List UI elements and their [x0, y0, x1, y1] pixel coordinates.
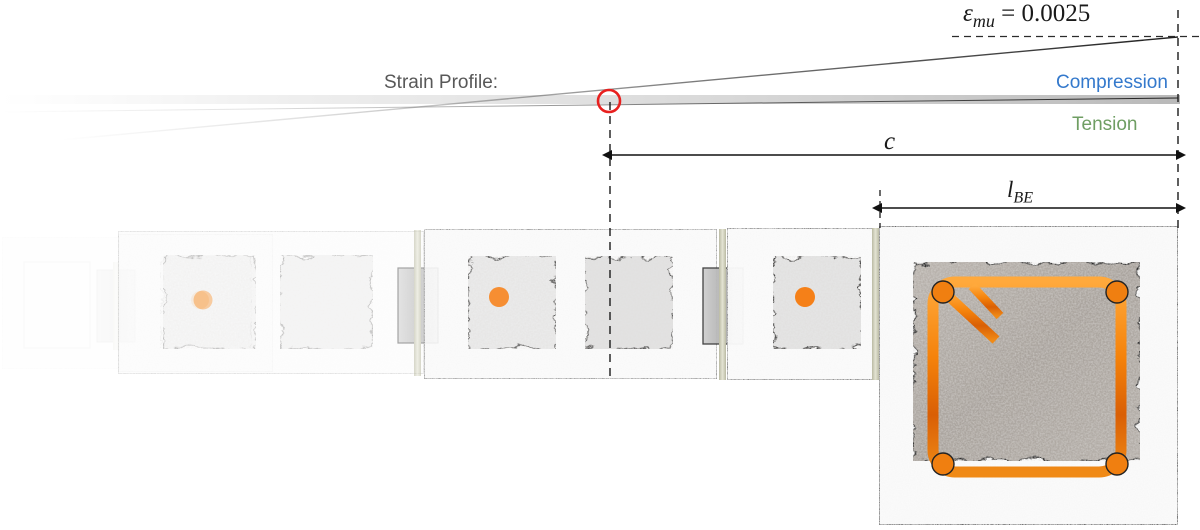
confinement-tie — [927, 276, 1127, 478]
strain-profile-label: Strain Profile: — [384, 72, 499, 93]
lbe-symbol: l — [1007, 177, 1014, 202]
wall-panel — [726, 227, 883, 381]
boundary-element — [878, 225, 1179, 526]
wall-panel — [423, 228, 718, 380]
wall-panel-group — [1, 227, 883, 381]
wall-panel — [117, 230, 425, 375]
strain-profile-lines — [0, 36, 1179, 141]
neutral-axis-depth-label: c — [884, 128, 896, 155]
boundary-element-length-label: lBE — [1007, 177, 1033, 208]
neutral-axis-marker — [596, 88, 622, 114]
tension-legend-label: Tension — [1072, 114, 1138, 135]
strain-limit-symbol: ε — [963, 0, 973, 27]
strain-limit-annotation: εmu = 0.0025 — [963, 0, 1090, 32]
compression-legend-label: Compression — [1056, 72, 1168, 93]
longitudinal-bars — [931, 280, 1129, 476]
strain-limit-subscript: mu — [972, 11, 995, 31]
lbe-subscript: BE — [1013, 189, 1034, 207]
strain-limit-equals: = — [994, 0, 1022, 27]
boundary-element-seam — [872, 228, 879, 380]
strain-limit-value: 0.0025 — [1021, 0, 1091, 27]
